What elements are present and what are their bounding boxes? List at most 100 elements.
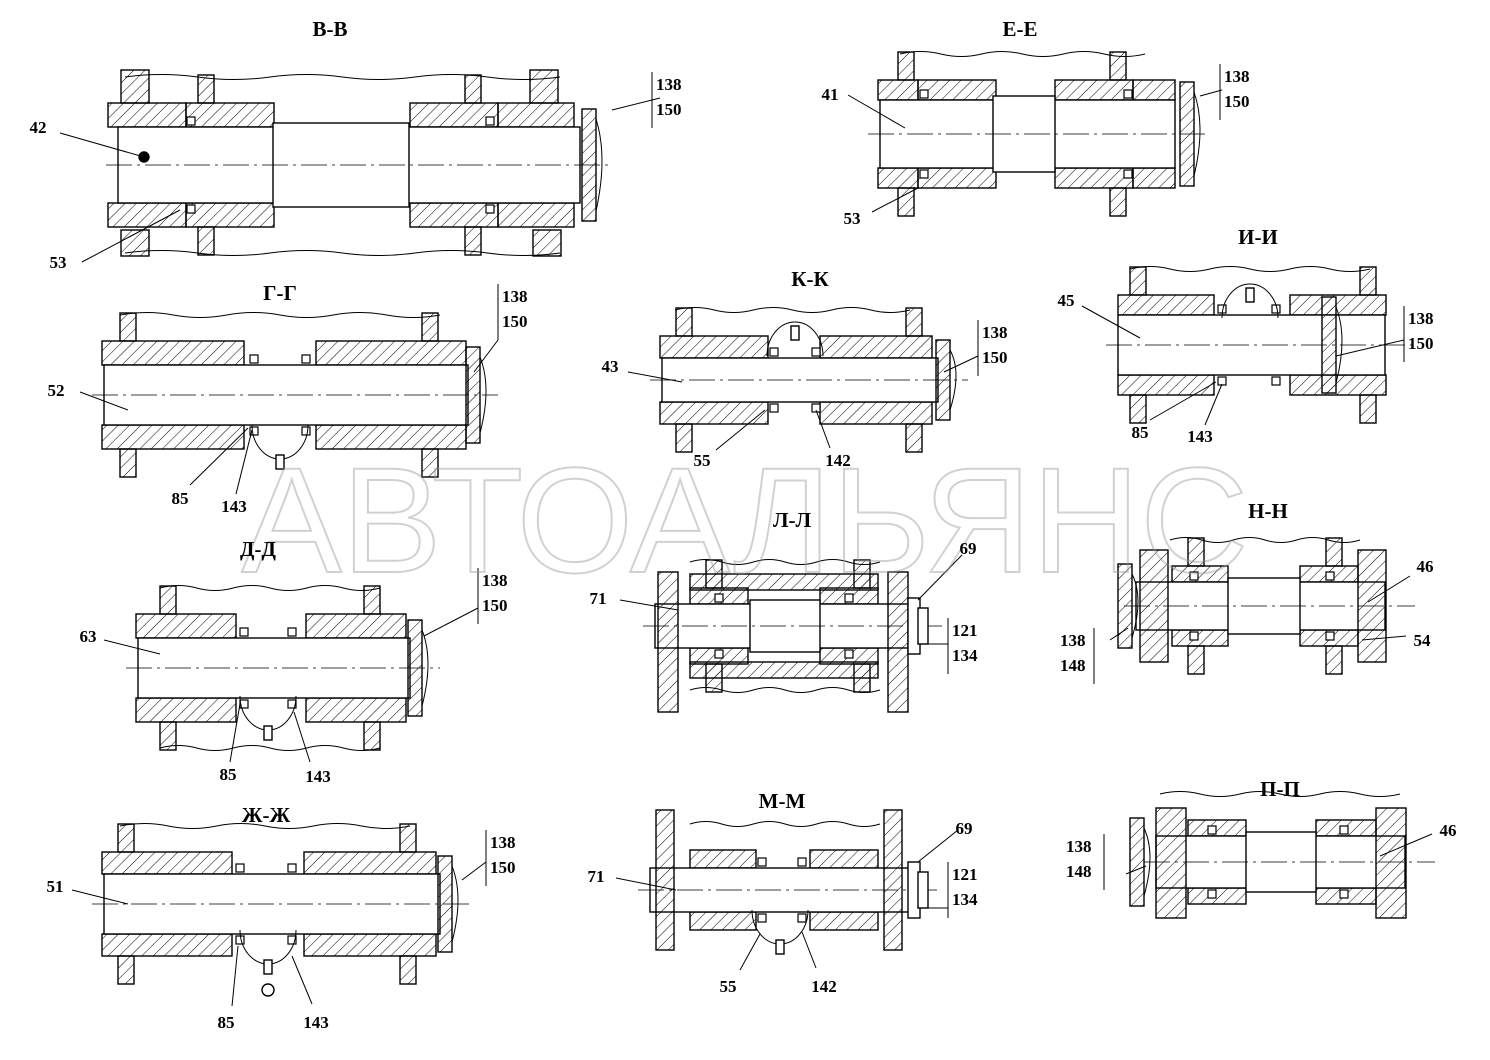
plate-section [1375, 807, 1407, 919]
housing-break-top [1159, 791, 1401, 797]
hub-section [497, 202, 575, 228]
bearing-seal [249, 354, 259, 364]
label-zhzh-51: 51 [47, 877, 64, 896]
bearing-seal [797, 913, 807, 923]
label-pp-46: 46 [1440, 821, 1457, 840]
leader-line [1149, 381, 1217, 421]
hub-section [1187, 887, 1247, 905]
bearing-seal [844, 649, 854, 659]
label-bb-53: 53 [50, 253, 67, 272]
lever-section [465, 346, 481, 444]
leader-line [229, 703, 241, 763]
plate-section [1155, 807, 1187, 919]
lever-break [451, 865, 459, 943]
leader-line [235, 429, 253, 495]
label-bb-pair-top: 138 [656, 75, 682, 94]
bearing-seal [1207, 889, 1217, 899]
leader-line [917, 554, 963, 601]
title-ll: Л-Л [773, 508, 812, 532]
label-bb-pair-bottom: 150 [656, 100, 682, 119]
label-nn-46: 46 [1417, 557, 1434, 576]
label-ii-pair-bottom: 150 [1408, 334, 1434, 353]
hub-section [689, 849, 757, 869]
lever-break [1131, 573, 1139, 639]
housing-rib [1187, 645, 1205, 675]
housing-rib [363, 721, 381, 751]
label-ii-143: 143 [1187, 427, 1213, 446]
hub-section [809, 849, 879, 869]
housing-break-top [899, 51, 1146, 57]
housing-rib [1359, 266, 1377, 296]
label-nn-54: 54 [1414, 631, 1432, 650]
housing-rib [1109, 51, 1127, 81]
end-cap [917, 871, 929, 909]
housing-rib [675, 307, 693, 337]
hub-section [877, 79, 919, 101]
label-gg-pair-bottom: 150 [502, 312, 528, 331]
bearing-seal [757, 857, 767, 867]
leader-line [917, 829, 959, 863]
hub-section [185, 102, 275, 128]
leader-line [1081, 305, 1141, 339]
label-ee-41: 41 [822, 85, 839, 104]
lever-section [935, 339, 951, 421]
bearing-seal [1325, 631, 1335, 641]
leader-line [461, 861, 487, 881]
bearing-seal [287, 863, 297, 873]
lever-break [1143, 827, 1151, 897]
hub-section [305, 613, 407, 639]
hub-section [135, 697, 237, 723]
title-ii: И-И [1238, 225, 1278, 249]
leader-line [81, 209, 181, 263]
hub-section [305, 697, 407, 723]
plate-section [1139, 549, 1169, 663]
housing-rib [117, 955, 135, 985]
hub-section [689, 661, 879, 679]
label-ee-pair-bottom: 150 [1224, 92, 1250, 111]
grease-fitting [775, 939, 785, 955]
hub-section [315, 340, 467, 366]
label-ll-pair-bottom: 134 [952, 646, 978, 665]
bearing-seal [811, 347, 821, 357]
label-ii-pair-top: 138 [1408, 309, 1434, 328]
plate-section [1357, 549, 1387, 663]
bearing-seal [235, 863, 245, 873]
lever-break [1335, 306, 1343, 384]
hub-section [1054, 79, 1134, 101]
bearing-seal [287, 627, 297, 637]
hub-section [303, 851, 437, 875]
leader-line [291, 955, 313, 1005]
hub-section [1132, 167, 1176, 189]
housing-rib [1325, 537, 1343, 567]
label-gg-85: 85 [172, 489, 189, 508]
label-dd-pair-bottom: 150 [482, 596, 508, 615]
label-gg-pair-top: 138 [502, 287, 528, 306]
bearing-seal [714, 593, 724, 603]
hub-section [303, 933, 437, 957]
label-ee-pair-top: 138 [1224, 67, 1250, 86]
hub-section [659, 335, 769, 359]
hub-section [101, 424, 245, 450]
leader-line [847, 94, 906, 129]
housing-rib [119, 312, 137, 342]
watermark-text: АВТОАЛЬЯНС [242, 436, 1249, 604]
leader-line [627, 371, 683, 383]
hub-section [1171, 629, 1229, 647]
grease-fitting [790, 325, 800, 341]
leader-line [189, 427, 249, 486]
gear-hub-outline [766, 321, 824, 357]
leader-line [943, 355, 979, 373]
label-pp-pair-top: 138 [1066, 837, 1092, 856]
housing-rib [159, 721, 177, 751]
housing-break-top [119, 312, 441, 318]
bearing-seal [485, 204, 495, 214]
housing-rib [159, 585, 177, 615]
housing-rib [897, 51, 915, 81]
bearing-seal [1325, 571, 1335, 581]
label-gg-52: 52 [48, 381, 65, 400]
title-pp: П-П [1260, 777, 1300, 801]
label-ll-pair-top: 121 [952, 621, 978, 640]
plate-section [655, 809, 675, 951]
lever-section [1129, 817, 1145, 907]
housing-rib [1129, 266, 1147, 296]
